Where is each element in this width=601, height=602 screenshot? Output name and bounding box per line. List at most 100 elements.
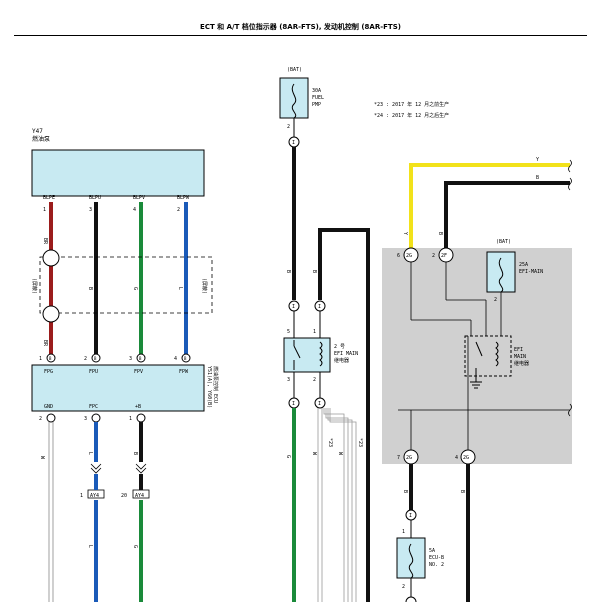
title-rule	[14, 35, 587, 36]
connector-2g-br-label: 2G	[463, 455, 469, 461]
connector-i-7	[405, 596, 417, 602]
ecu-top-prefix-2: B	[94, 356, 97, 361]
connector-i-2-label: I	[292, 304, 295, 310]
wire-label-l-3: L	[87, 545, 93, 548]
wire-label-w-2: W	[311, 452, 317, 456]
break-mark-mid	[568, 403, 572, 417]
ecu-top-prefix-3: B	[139, 356, 142, 361]
shield-ring-bottom	[42, 305, 60, 323]
ecu-top-pin-num-4: 4	[174, 356, 177, 362]
connector-i-5	[314, 397, 326, 409]
ecu-top-prefix-4: B	[184, 356, 187, 361]
fuse-ecub-rating: 5A	[429, 548, 435, 554]
fuse-efi-name: EFI-MAIN	[519, 269, 543, 275]
ecu-bottom-pin-num-1: 2	[39, 416, 42, 422]
fuse-ecub-name-2: NO. 2	[429, 562, 444, 568]
note-24: *24 : 2017 年 12 月之后生产	[374, 112, 449, 119]
ay4-pin-left: 1	[80, 493, 83, 499]
connector-i-3-label: I	[318, 304, 321, 310]
efi-relay-symbol	[470, 341, 499, 389]
relay2-name-1: 2 号	[334, 344, 345, 350]
ecu-bottom-pin-num-2: 3	[84, 416, 87, 422]
ay4-label-left: AY4	[90, 493, 99, 499]
wire-label-g-2: G	[132, 545, 138, 548]
fuel-pump-pin-name-2: BLPU	[89, 195, 101, 201]
page-title: ECT 和 A/T 档位指示器 (8AR-FTS), 发动机控制 (8AR-FT…	[200, 23, 401, 31]
shield-label-left: (屏蔽)	[31, 278, 38, 294]
ecu-pin-b: +B	[135, 404, 141, 410]
junction-internal-wiring	[398, 262, 570, 450]
ecu-pin-fpw: FPW	[179, 369, 189, 375]
ecu-code: Y51(A), Y60(B)	[206, 366, 212, 408]
ecu-pin-fpc: FPC	[89, 404, 98, 410]
fuse-pmp-supply: (BAT)	[287, 67, 302, 73]
fuse-pmp-rating: 30A	[312, 88, 321, 94]
fuse-efi-rating: 25A	[519, 262, 528, 268]
wire-label-br-2: BR	[42, 340, 48, 347]
wire-label-l-1: L	[177, 287, 183, 290]
fuel-pump-pin-name-4: BLPW	[177, 195, 190, 201]
fuse-pmp-symbol	[291, 83, 297, 119]
connector-2g-br-pin: 4	[455, 455, 458, 461]
wire-label-b-5: B	[536, 175, 539, 181]
fuse-efi-symbol	[498, 257, 504, 293]
relay2-pin-3: 3	[287, 377, 290, 383]
wire-label-l-2: L	[87, 452, 93, 455]
fuel-pump-pin-num-3: 4	[133, 207, 136, 213]
connector-2g-top-label: 2G	[406, 253, 412, 259]
shield-ring-top	[42, 249, 60, 267]
relay2-pin-2: 2	[313, 377, 316, 383]
relay2-pin-5: 5	[287, 329, 290, 335]
connector-2f-label: 2F	[441, 253, 447, 259]
junction-block-area	[382, 248, 572, 464]
wire-y-top	[409, 163, 570, 250]
wire-label-w-3: W	[337, 452, 343, 456]
connector-i-1-label: I	[292, 140, 295, 146]
ecu-top-pin-num-2: 2	[84, 356, 87, 362]
wire-label-b-1: B	[87, 287, 93, 290]
ay4-label-right: AY4	[135, 493, 144, 499]
fuse-pmp-name-1: FUEL	[312, 95, 324, 101]
ay4-pin-right: 20	[121, 493, 127, 499]
wire-label-b-2: B	[132, 452, 138, 455]
wire-label-w-1: W	[39, 456, 45, 460]
connector-2g-top-pin: 6	[397, 253, 400, 259]
fuel-pump-pin-num-1: 1	[43, 207, 46, 213]
fuse-pmp-pin: 2	[287, 124, 290, 130]
fuel-pump-box	[31, 149, 205, 197]
fuel-pump-name: 燃油泵	[32, 135, 50, 143]
efi-relay-box	[464, 335, 512, 377]
wire-label-b-6: B	[437, 232, 443, 235]
connector-2g-bl-label: 2G	[406, 455, 412, 461]
wire-label-b-7: B	[402, 490, 408, 493]
shield-box	[39, 256, 213, 314]
connector-i-5-label: I	[318, 401, 321, 407]
wire-b-top	[444, 181, 570, 250]
relay2-box	[283, 337, 331, 373]
ecu-pin-fpv: FPV	[134, 369, 143, 375]
fuse-ecub-pin-top: 1	[402, 529, 405, 535]
fuel-pump-pin-num-4: 2	[177, 207, 180, 213]
ecu-pin-gnd: GND	[44, 404, 53, 410]
connector-i-6-label: I	[409, 513, 412, 519]
fuel-pump-pin-name-1: BLPE	[43, 195, 55, 201]
connector-2g-bl-pin: 7	[397, 455, 400, 461]
fuse-efi-supply: (BAT)	[496, 239, 511, 245]
wire-label-b-8: B	[459, 490, 465, 493]
wire-star-23-b: *23	[357, 438, 363, 447]
relay2-switch	[293, 340, 323, 370]
wire-label-br-1: BR	[42, 238, 48, 245]
ecu-top-prefix-1: B	[49, 356, 52, 361]
ecu-name: 燃油泵控制 ECU	[212, 366, 219, 403]
wire-w-bundle	[317, 408, 357, 602]
wire-label-y-vert: Y	[402, 232, 408, 235]
fuse-pmp-name-2: PMP	[312, 102, 321, 108]
fuse-ecub-name-1: ECU-B	[429, 555, 444, 561]
efi-relay-name-2: MAIN	[514, 354, 526, 360]
efi-relay-name-1: EFI	[514, 347, 523, 353]
wire-label-g-1: G	[132, 287, 138, 290]
note-23: *23 : 2017 年 12 月之前生产	[374, 101, 449, 108]
ecu-bottom-pins	[46, 413, 146, 423]
wire-label-g-3: G	[285, 455, 291, 458]
connector-2f-pin: 2	[432, 253, 435, 259]
